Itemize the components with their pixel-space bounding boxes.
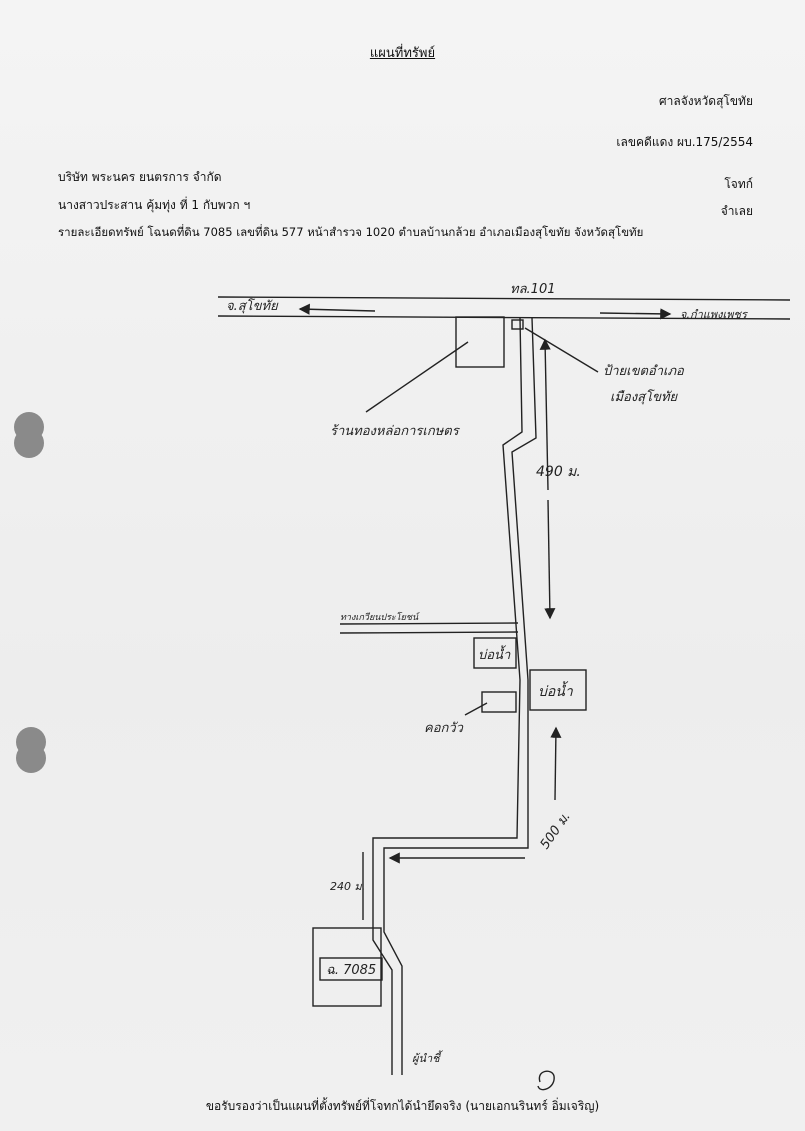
arrow-500-up (550, 726, 562, 801)
district-sign-line2: เมืองสุโขทัย (610, 389, 679, 405)
cowshed-pointer (464, 702, 488, 716)
distance-490-label: 490 ม. (536, 464, 581, 480)
court-name: ศาลจังหวัดสุโขทัย (659, 94, 753, 108)
to-sukhothai-label: จ.สุโขทัย (226, 298, 279, 314)
signature-mark (537, 1070, 555, 1091)
to-kamphaeng-label: จ.กำแพงเพชร (680, 308, 749, 321)
cowshed-label: คอกวัว (424, 721, 464, 736)
deed-label: ฉ. 7085 (326, 963, 376, 978)
certification-line: ขอรับรองว่าเป็นแผนที่ตั้งทรัพย์ที่โจทกได… (205, 1099, 600, 1113)
side-road-left (372, 317, 523, 1075)
district-sign-box (511, 319, 524, 330)
distance-240-label: 240 ม. (330, 880, 365, 893)
ag-bank-building (455, 316, 505, 368)
defendant-name: นางสาวประสาน คุ้มทุ่ง ที่ 1 กับพวก ฯ (58, 198, 251, 212)
case-number: เลขคดีแดง ผบ.175/2554 (616, 135, 753, 149)
highway-line-top (217, 296, 791, 301)
document-title: แผนที่ทรัพย์ (369, 46, 436, 61)
arrow-to-kamphaeng (599, 308, 672, 320)
cowshed-box (481, 691, 517, 713)
property-details: รายละเอียดทรัพย์ โฉนดที่ดิน 7085 เลขที่ด… (58, 225, 644, 239)
cart-road-line-top (339, 622, 519, 625)
bank-pointer (365, 341, 469, 413)
district-sign-line1: ป้ายเขตอำเภอ (603, 364, 685, 379)
arrow-to-sukhothai (298, 303, 376, 315)
punch-hole-top-lower (14, 428, 44, 458)
defendant-role: จำเลย (720, 204, 753, 218)
land-parcel-7085 (312, 927, 382, 1007)
plaintiff-name: บริษัท พระนคร ยนตรการ จำกัด (58, 170, 222, 184)
cart-road-label: ทางเกวียนประโยชน์ (340, 611, 420, 623)
well-label-1: บ่อน้ำ (478, 645, 511, 663)
side-road-right (383, 317, 537, 1075)
well-box-2 (529, 669, 587, 711)
distance-500-label: 500 ม. (538, 809, 574, 852)
arrow-490-up (539, 338, 551, 491)
arrow-490-down (544, 499, 556, 620)
deed-label-box (319, 957, 383, 981)
well-label-2: บ่อน้ำ (538, 681, 574, 700)
plaintiff-role: โจทก์ (724, 177, 753, 191)
cart-road-line-bottom (339, 631, 519, 634)
sign-pointer (524, 327, 599, 373)
well-box-1 (473, 637, 517, 669)
signature-label: ผู้นำชี้ (412, 1050, 444, 1065)
ag-bank-label: ร้านทองหล่อการเกษตร (330, 424, 461, 439)
highway-label: ทล.101 (510, 282, 555, 297)
punch-hole-bottom-lower (16, 743, 46, 773)
